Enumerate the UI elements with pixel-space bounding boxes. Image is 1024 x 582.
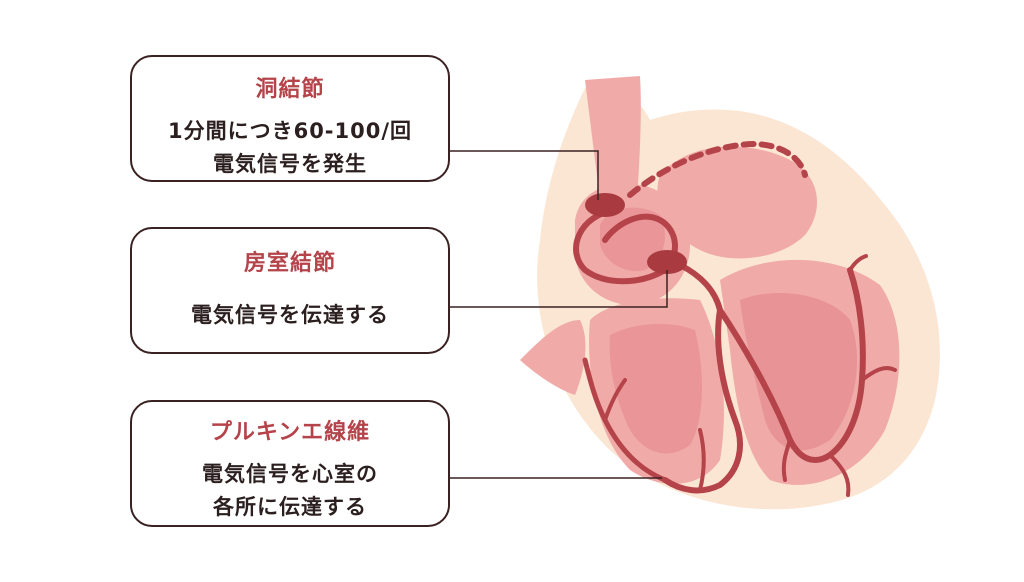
bundle-of-his [677, 262, 723, 313]
left-ventricle-chamber [740, 292, 858, 451]
leader-line-sa [450, 150, 599, 200]
interatrial-pathway [627, 141, 808, 198]
right-bundle-branch [662, 307, 743, 494]
purkinje-fiber-5 [828, 453, 851, 497]
callout-av-node-line-1: 電気信号を伝達する [191, 303, 389, 327]
callout-purkinje: プルキンエ線維 電気信号を心室の 各所に伝達する [130, 400, 450, 527]
aorta [585, 76, 641, 200]
right-ventricle-chamber [609, 323, 702, 454]
callout-sa-node-title: 洞結節 [255, 77, 325, 102]
purkinje-fiber-4 [860, 366, 897, 382]
purkinje-fiber-6 [781, 438, 792, 482]
left-atrium [657, 146, 817, 259]
callout-purkinje-line-2: 各所に伝達する [213, 495, 367, 519]
right-ventricle [589, 298, 724, 484]
callout-purkinje-title: プルキンエ線維 [209, 420, 371, 445]
leader-line-av [450, 270, 668, 308]
av-node [647, 250, 687, 274]
purkinje-fiber-7 [848, 254, 868, 272]
atrium-chamber [600, 207, 665, 272]
callout-av-node-title: 房室結節 [243, 251, 336, 276]
callout-purkinje-line-1: 電気信号を心室の [202, 462, 378, 486]
sa-node [585, 193, 625, 217]
purkinje-fiber-2 [603, 378, 627, 422]
callout-sa-node: 洞結節 1分間につき60-100/回 電気信号を発生 [130, 55, 450, 182]
purkinje-fiber-3 [698, 428, 706, 492]
callout-sa-node-line-1: 1分間につき60-100/回 [167, 119, 413, 143]
callout-sa-node-line-2: 電気信号を発生 [213, 152, 367, 176]
callout-av-node: 房室結節 電気信号を伝達する [130, 227, 450, 354]
pulmonary-artery [520, 320, 586, 395]
